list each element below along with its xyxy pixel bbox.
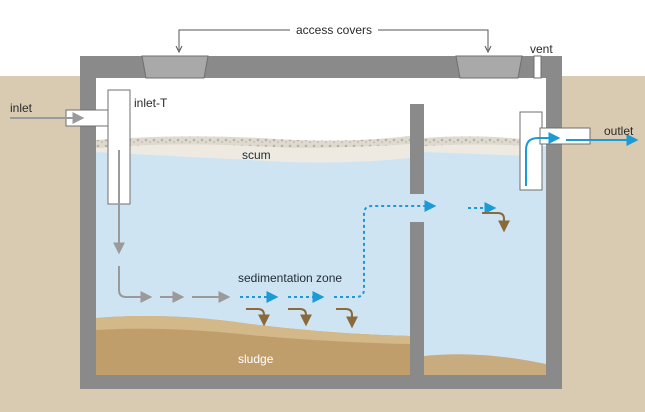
settling-arrow-1 (246, 308, 270, 327)
flow-arrow-turn (118, 266, 153, 303)
access-covers-bracket-tick-right (484, 45, 492, 54)
access-covers-label: access covers (296, 23, 373, 37)
sludge-label: sludge (238, 352, 274, 366)
settling-arrow-3 (336, 308, 358, 329)
vent-label: vent (530, 42, 553, 56)
bracket-label-gap (290, 22, 378, 38)
outlet-t (519, 111, 543, 191)
clear-flow-rise (334, 200, 437, 298)
clear-flow-outlet-rise (525, 132, 561, 186)
inlet-label: inlet (10, 101, 33, 115)
access-covers-bracket-tick-left (175, 45, 183, 54)
sludge-layer (96, 316, 410, 375)
scum-label: scum (242, 148, 271, 162)
outlet-label: outlet (604, 124, 634, 138)
inlet-t-label: inlet-T (134, 96, 168, 110)
settling-arrow-2 (288, 308, 312, 327)
sludge-highlight (96, 316, 410, 344)
outlet-pipe (539, 127, 591, 145)
settling-arrow-4 (482, 212, 510, 233)
sedimentation-zone-label: sedimentation zone (238, 271, 343, 285)
scum-gravel-right (424, 136, 530, 146)
vent-pipe (533, 55, 542, 79)
scum-gravel (96, 136, 410, 148)
baffle-wall-lower (410, 222, 424, 375)
baffle-wall-upper (410, 104, 424, 194)
access-cover-right (455, 55, 523, 79)
access-cover-left (141, 55, 209, 79)
sludge-layer-right (424, 354, 546, 375)
baffle-opening (410, 194, 424, 222)
